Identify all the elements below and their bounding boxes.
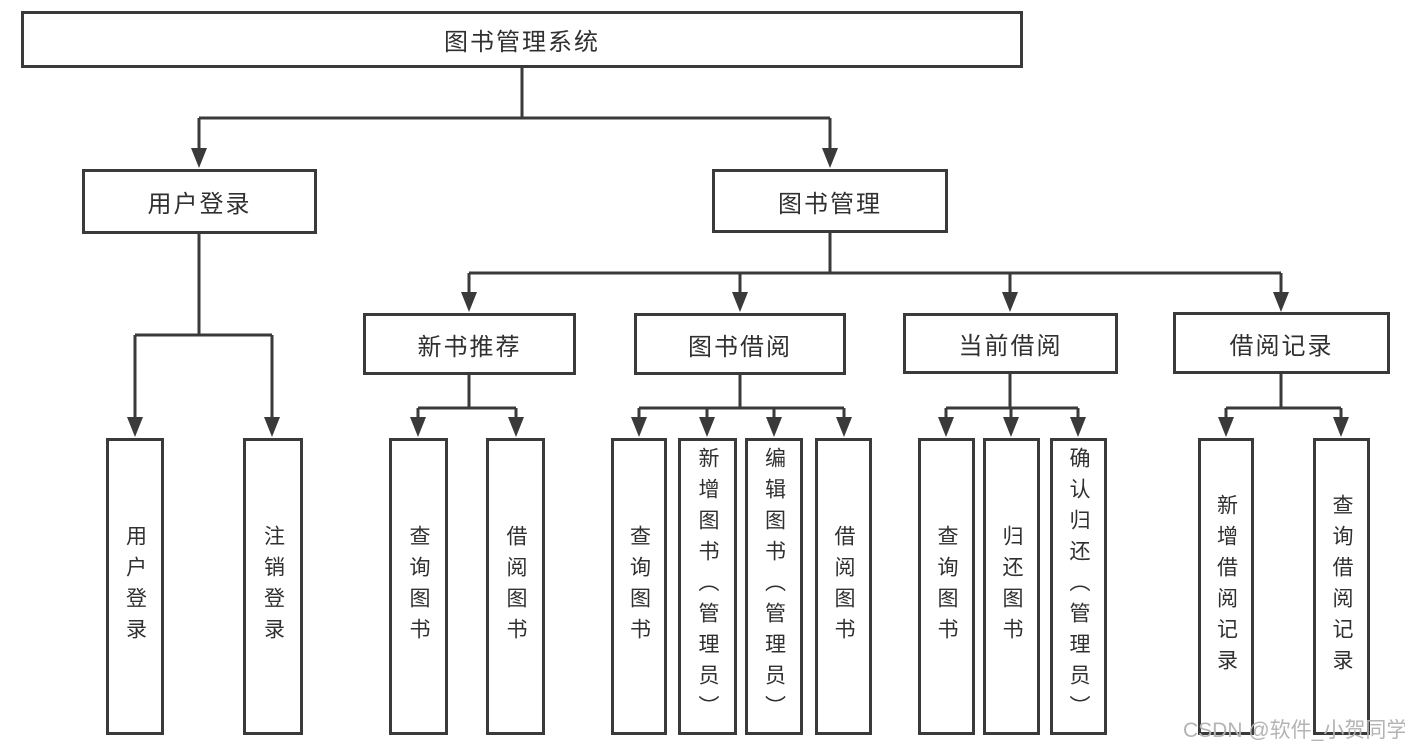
node-bw-query: 查询图书	[611, 438, 667, 735]
csdn-watermark: CSDN @软件_小贺同学	[1183, 719, 1405, 742]
node-user-login: 用户登录	[82, 169, 317, 234]
node-current: 当前借阅	[903, 313, 1118, 374]
arrowhead-rec-query	[1333, 417, 1349, 437]
node-book-mgmt: 图书管理	[712, 169, 948, 233]
node-cur-return: 归还图书	[983, 438, 1040, 735]
arrowhead-user-login-action	[127, 417, 143, 437]
node-root: 图书管理系统	[21, 11, 1023, 68]
arrowhead-cur-confirm	[1070, 417, 1086, 437]
arrowhead-bw-add	[699, 417, 715, 437]
arrowhead-bw-borrow	[836, 417, 852, 437]
node-cur-confirm: 确认归还（管理员）	[1050, 438, 1107, 735]
node-logout: 注销登录	[243, 438, 303, 735]
connector-user-login-branch	[133, 234, 274, 419]
node-records: 借阅记录	[1173, 312, 1390, 374]
arrowhead-new-books	[461, 292, 477, 312]
connector-records-branch	[1224, 374, 1343, 419]
arrowhead-bw-edit	[766, 417, 782, 437]
node-nb-query: 查询图书	[389, 438, 448, 735]
arrowhead-borrowing	[732, 292, 748, 312]
arrowhead-user-login	[191, 148, 207, 168]
connector-new-books-branch	[416, 375, 518, 419]
node-user-login-action: 用户登录	[106, 438, 164, 735]
node-new-books: 新书推荐	[363, 313, 576, 375]
connector-current-branch	[944, 374, 1080, 419]
arrowhead-logout	[264, 417, 280, 437]
arrowhead-records	[1273, 292, 1289, 312]
arrowhead-cur-return	[1003, 417, 1019, 437]
node-bw-borrow: 借阅图书	[815, 438, 872, 735]
node-rec-query: 查询借阅记录	[1313, 438, 1370, 735]
node-bw-edit: 编辑图书（管理员）	[745, 438, 803, 735]
arrowhead-nb-query	[410, 417, 426, 437]
arrowhead-nb-borrow	[508, 417, 524, 437]
connector-borrowing-branch	[637, 375, 846, 419]
connector-root-to-level2	[197, 68, 832, 150]
connector-book-mgmt-branch	[467, 233, 1283, 294]
node-nb-borrow: 借阅图书	[486, 438, 545, 735]
node-cur-query: 查询图书	[918, 438, 975, 735]
node-rec-add: 新增借阅记录	[1198, 438, 1254, 735]
arrowhead-cur-query	[938, 417, 954, 437]
node-borrowing: 图书借阅	[634, 313, 846, 375]
arrowhead-bw-query	[631, 417, 647, 437]
arrowhead-rec-add	[1218, 417, 1234, 437]
node-bw-add: 新增图书（管理员）	[678, 438, 737, 735]
arrowhead-book-mgmt	[822, 148, 838, 168]
arrowhead-current	[1002, 292, 1018, 312]
